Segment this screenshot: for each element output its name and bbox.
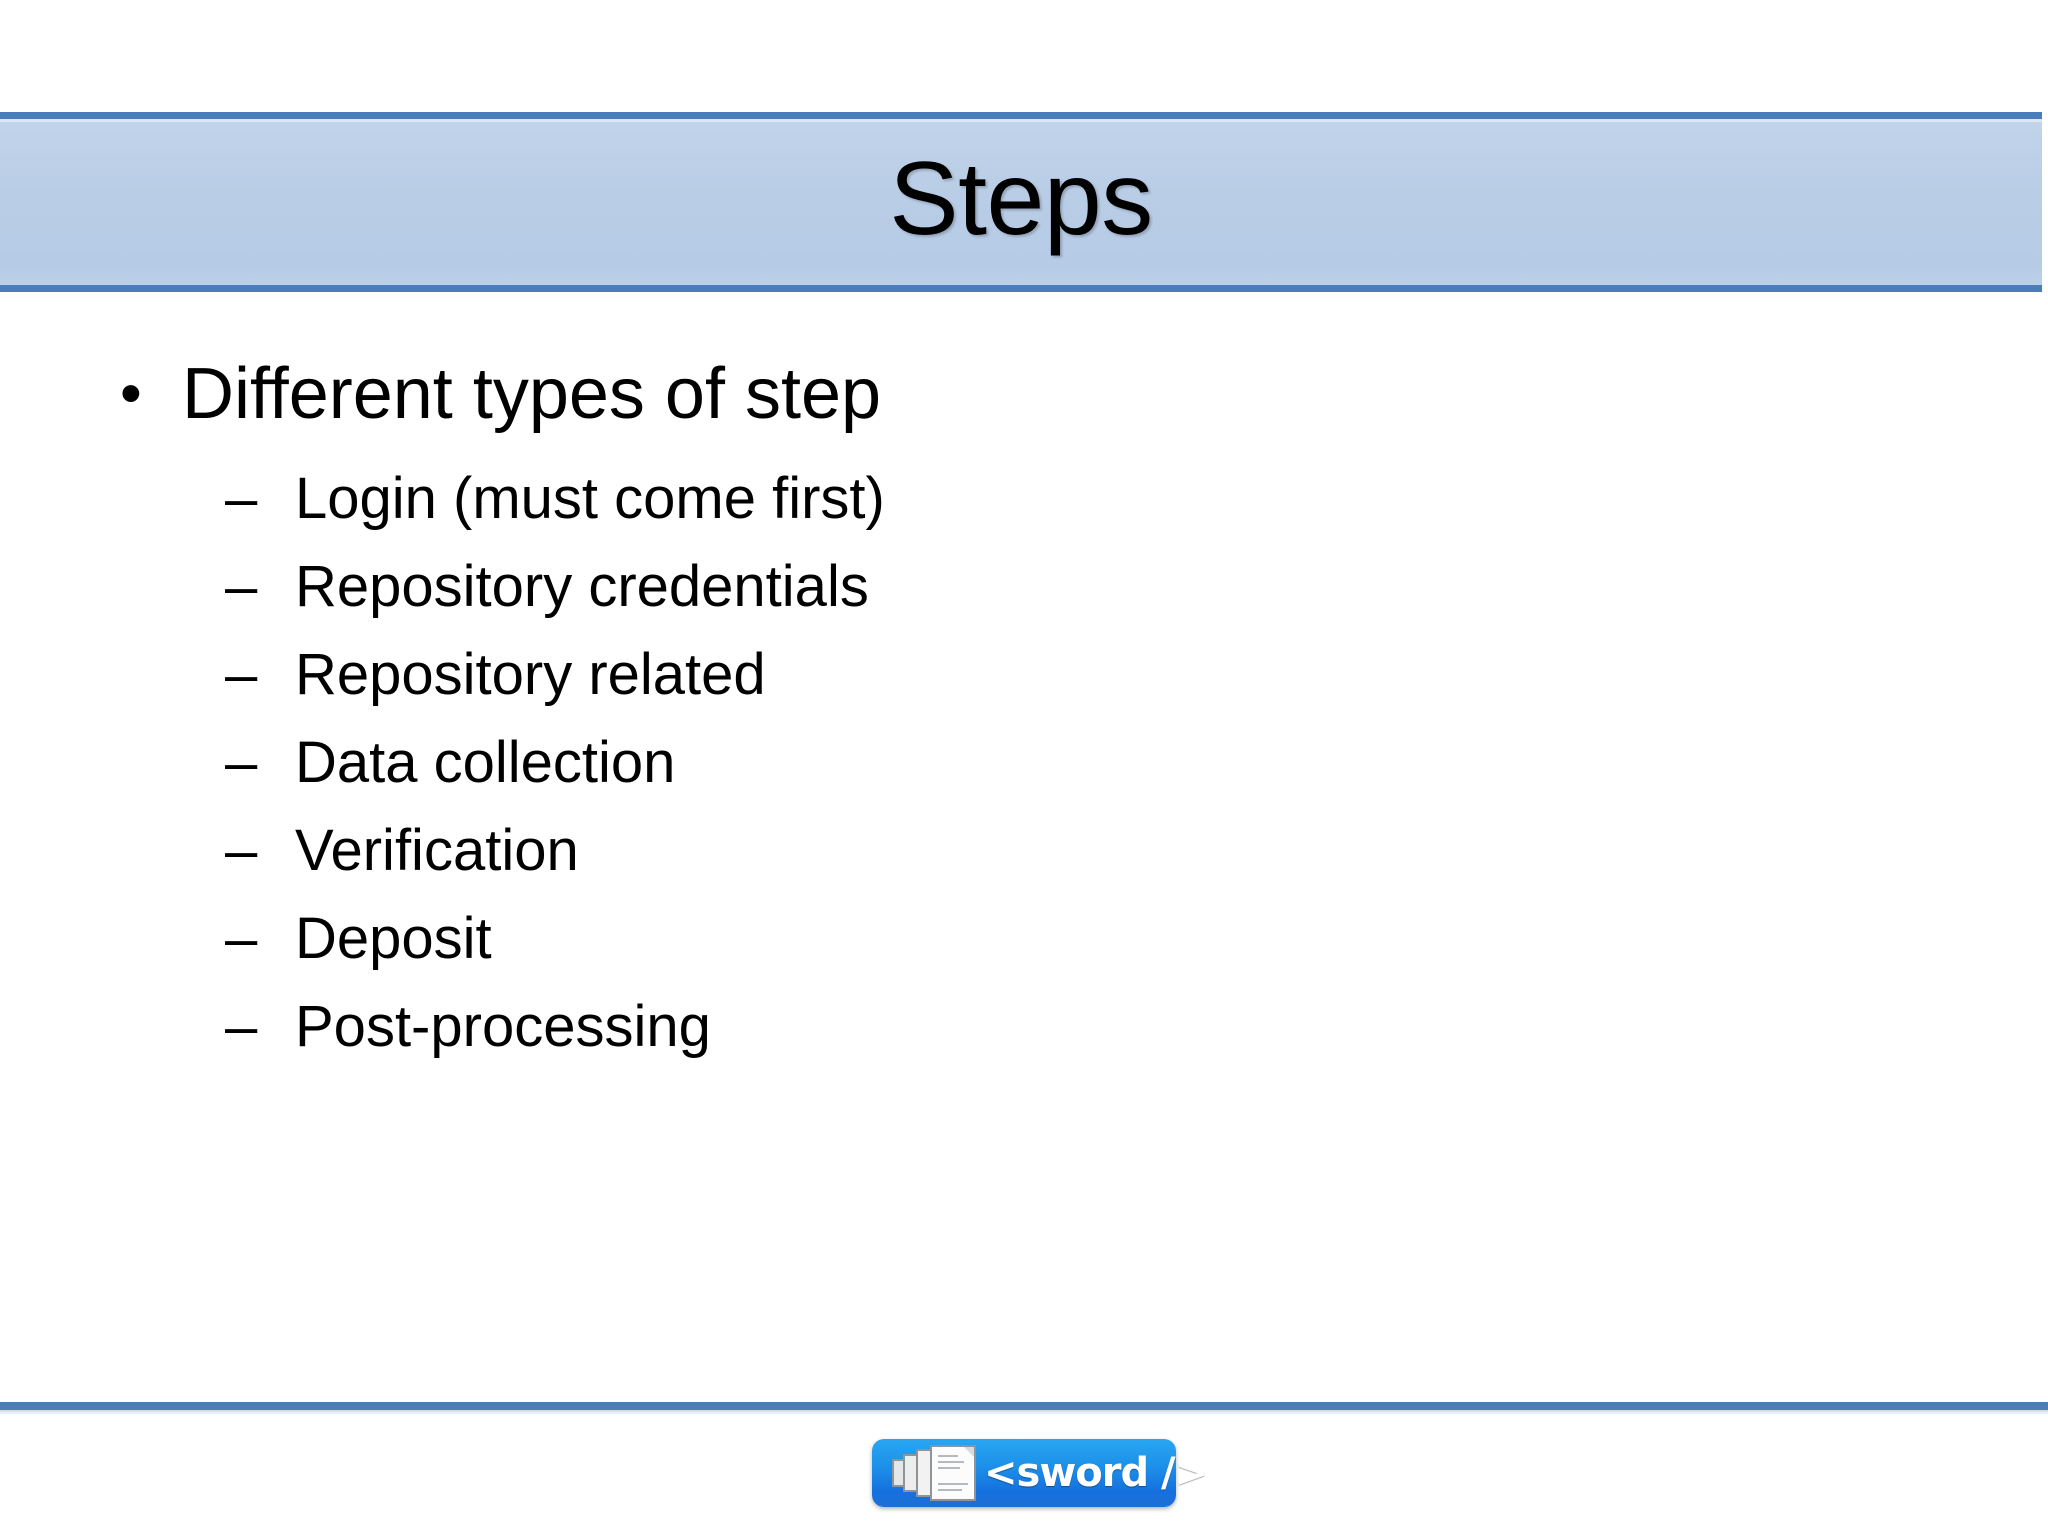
footer-divider [0, 1402, 2048, 1415]
list-item-label: Post-processing [295, 994, 711, 1059]
list-item: • Different types of step [120, 354, 2048, 434]
list-item-label: Repository related [295, 642, 766, 707]
list-item: – Repository related [225, 636, 2048, 724]
bullet-dash-icon: – [225, 906, 258, 971]
list-item-label: Deposit [295, 906, 492, 971]
list-item-label: Login (must come first) [295, 466, 885, 531]
bullet-dash-icon: – [225, 554, 258, 619]
list-item: – Repository credentials [225, 548, 2048, 636]
sword-logo-badge[interactable]: <sword /> [872, 1439, 1208, 1507]
page-title: Steps [889, 141, 1153, 257]
bullet-dash-icon: – [225, 642, 258, 707]
bullet-dash-icon: – [225, 730, 258, 795]
list-item: – Post-processing [225, 988, 2048, 1076]
list-item-label: Data collection [295, 730, 676, 795]
sword-logo-label: <sword /> [984, 1450, 1208, 1496]
document-stack-icon [892, 1445, 976, 1501]
sub-list: – Login (must come first) – Repository c… [0, 460, 2048, 1076]
list-item: – Verification [225, 812, 2048, 900]
bullet-dash-icon: – [225, 466, 258, 531]
slide-footer: <sword /> [0, 1410, 2048, 1536]
slide-body: • Different types of step – Login (must … [0, 292, 2048, 1400]
bullet-dot-icon: • [120, 359, 142, 428]
list-item: – Login (must come first) [225, 460, 2048, 548]
bullet-dash-icon: – [225, 994, 258, 1059]
list-item-label: Different types of step [182, 354, 882, 434]
slide-title-bar: Steps [0, 112, 2042, 292]
list-item-label: Verification [295, 818, 579, 883]
list-item: – Data collection [225, 724, 2048, 812]
list-item: – Deposit [225, 900, 2048, 988]
bullet-dash-icon: – [225, 818, 258, 883]
list-item-label: Repository credentials [295, 554, 869, 619]
